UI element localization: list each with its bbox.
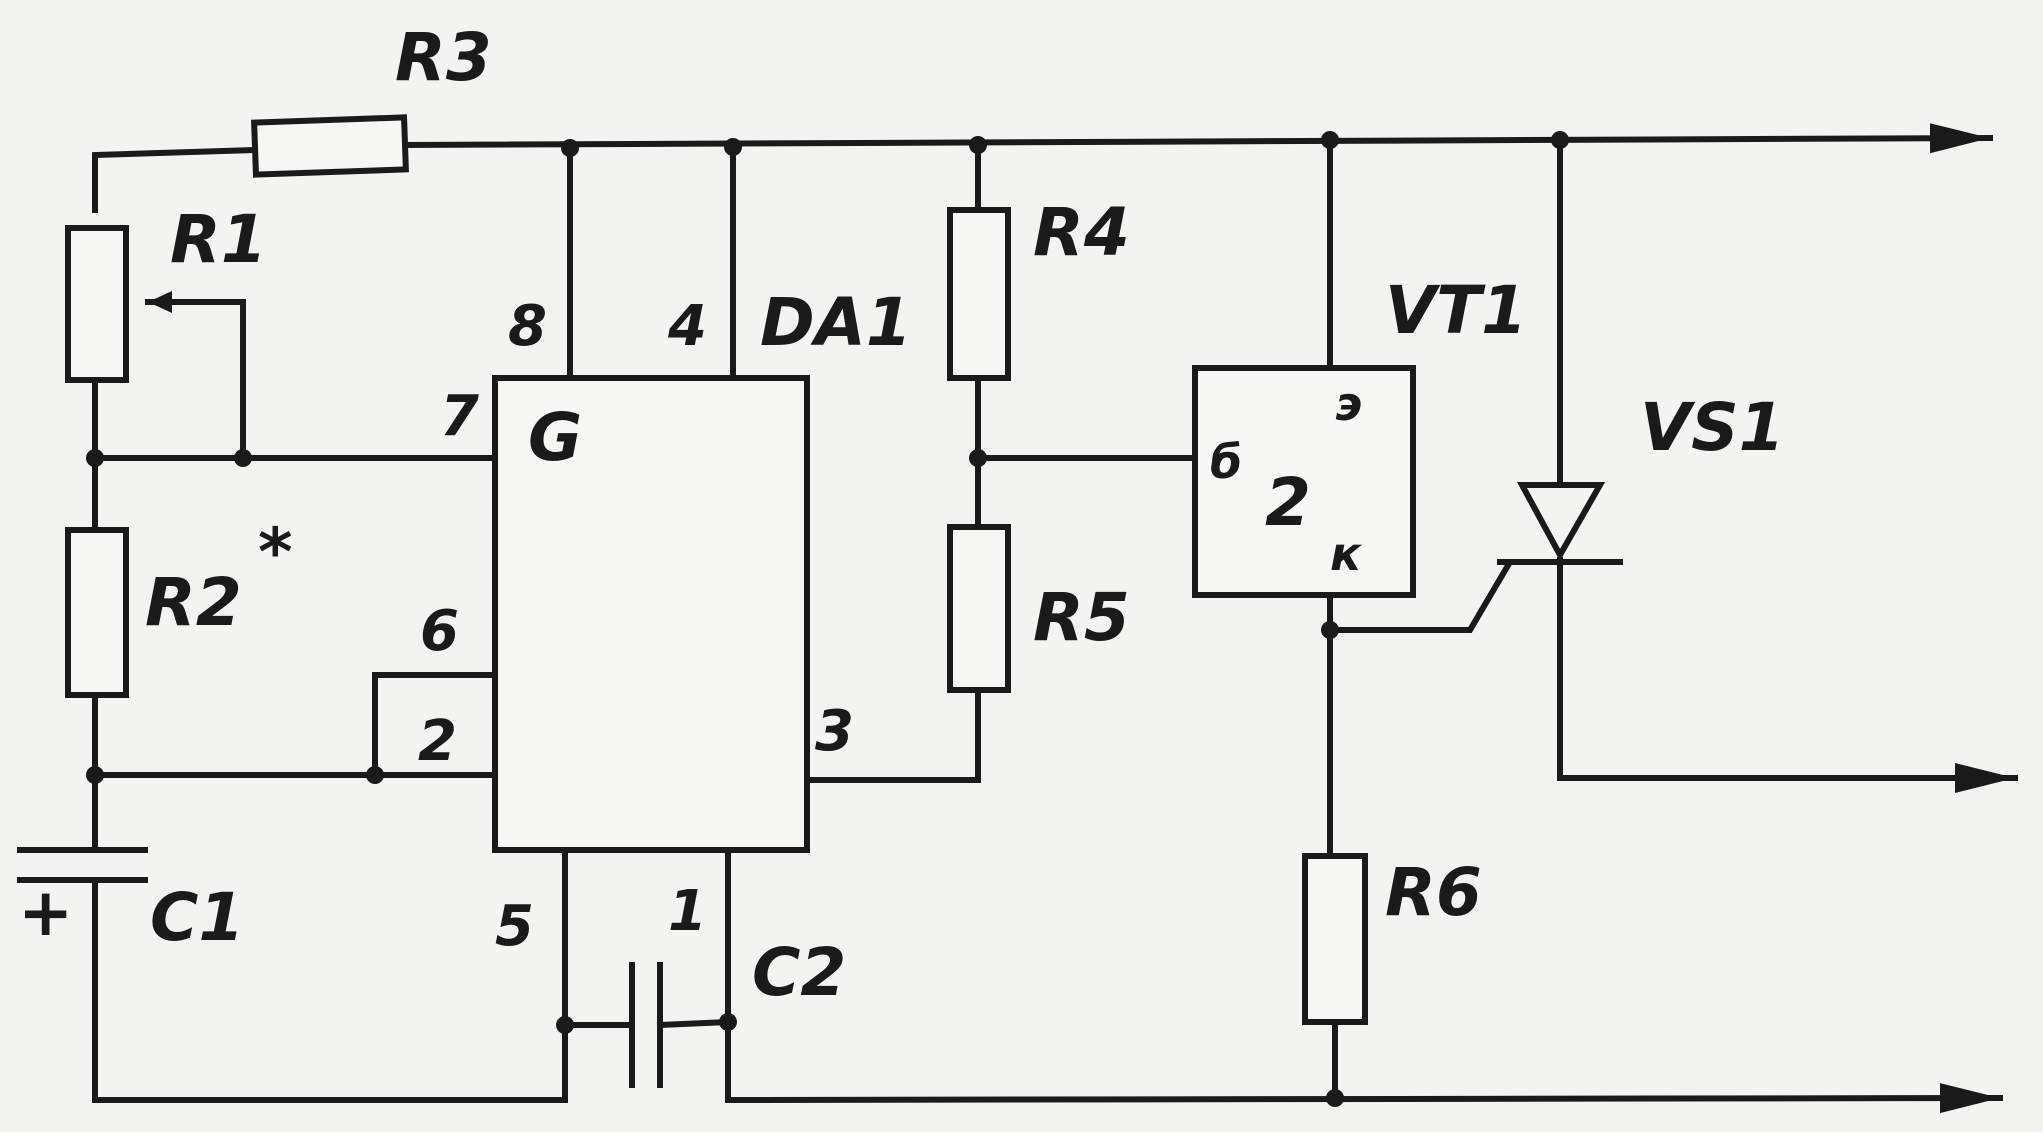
label-da1: DA1 — [760, 284, 912, 361]
label-c2: C2 — [752, 934, 846, 1011]
pin-label-3: 3 — [815, 699, 854, 764]
resistor-r5 — [947, 524, 1011, 693]
resistor-r6 — [1302, 853, 1368, 1025]
c2-right-lead — [656, 1018, 732, 1029]
junctions — [86, 131, 1569, 1107]
junction-dot — [86, 766, 104, 784]
pin-label-5: 5 — [495, 894, 534, 959]
resistor-r3 — [251, 114, 409, 178]
label-r2: R2 — [145, 564, 242, 641]
pin-label-6: 6 — [420, 599, 459, 664]
junction-dot — [234, 449, 252, 467]
pin-label-7: 7 — [440, 384, 479, 449]
resistor-r4 — [947, 207, 1011, 381]
label-c1-polarity: + — [18, 874, 73, 951]
junction-dot — [1326, 1089, 1344, 1107]
ic-da1 — [492, 375, 810, 853]
junction-dot — [556, 1016, 574, 1034]
label-vt1: VT1 — [1385, 272, 1527, 349]
junction-dot — [969, 449, 987, 467]
junction-dot — [561, 139, 579, 157]
pin-label-2: 2 — [418, 709, 457, 774]
label-vs1: VS1 — [1640, 389, 1785, 466]
label-r4: R4 — [1033, 194, 1130, 271]
junction-dot — [366, 766, 384, 784]
label-r5: R5 — [1033, 579, 1130, 656]
vt1-base-label: б — [1210, 435, 1242, 489]
pin-label-1: 1 — [668, 879, 707, 944]
label-r3: R3 — [395, 19, 492, 96]
label-r6: R6 — [1385, 854, 1482, 931]
vt1-body-label: 2 — [1265, 464, 1311, 541]
label-c1: C1 — [150, 879, 244, 956]
left-top-wire — [92, 146, 259, 213]
top-rail-wire — [401, 123, 1994, 154]
label-r2-mark: * — [258, 514, 293, 591]
da1-function-label: G — [528, 399, 582, 476]
junction-dot — [969, 136, 987, 154]
junction-dot — [719, 1013, 737, 1031]
junction-dot — [724, 138, 742, 156]
junction-dot — [1551, 131, 1569, 149]
junction-dot — [1321, 621, 1339, 639]
pin3-wire — [804, 687, 981, 783]
vt1-collector-label: к — [1330, 527, 1363, 581]
wires — [92, 123, 2018, 1114]
resistor-r2 — [65, 527, 129, 698]
label-r1: R1 — [170, 201, 267, 278]
bottom-rail-wire — [725, 1017, 2004, 1114]
vt1-emitter-label: э — [1335, 377, 1362, 431]
resistor-r1 — [65, 225, 129, 383]
pin-label-8: 8 — [508, 294, 547, 359]
transistor-vt1 — [1192, 365, 1416, 598]
pin-label-4: 4 — [667, 294, 707, 359]
r1-wiper-arrow — [148, 291, 172, 313]
r1-wiper-wire — [145, 299, 246, 461]
junction-dot — [1321, 131, 1339, 149]
junction-dot — [86, 449, 104, 467]
vs1-output-wire — [1557, 557, 2018, 781]
thyristor-vs1-triangle — [1516, 482, 1606, 562]
pin6-loop-wire — [372, 672, 498, 778]
